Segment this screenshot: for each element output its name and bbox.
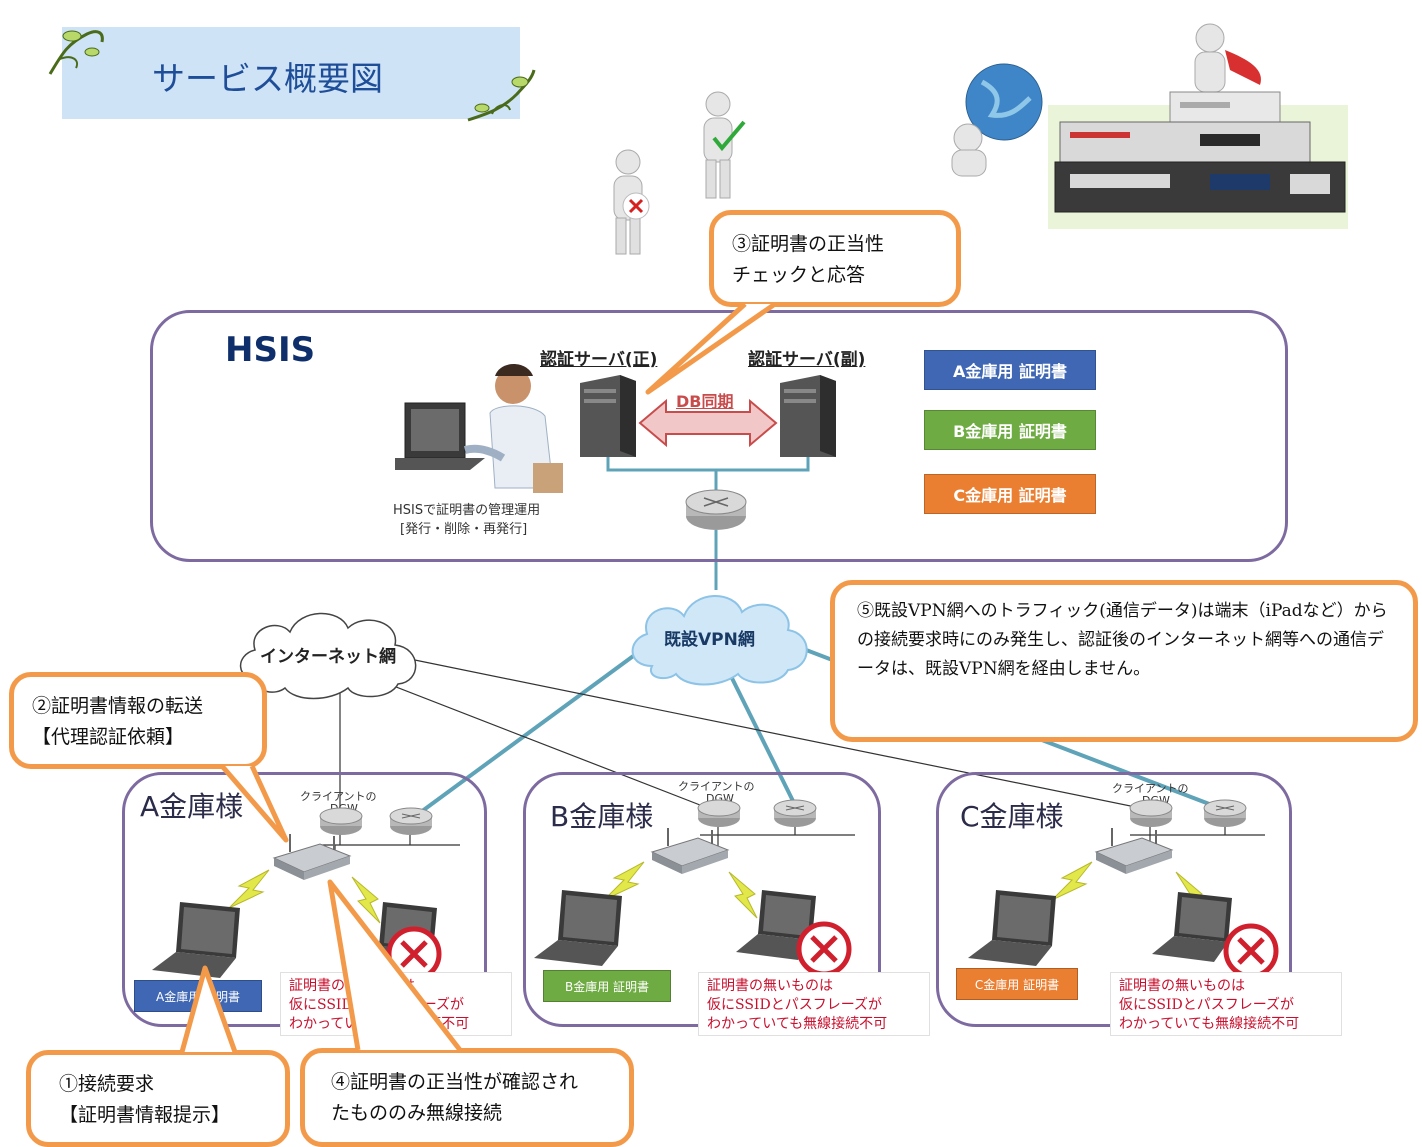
sync-arrow-icon xyxy=(638,398,778,448)
laptop-icon xyxy=(534,890,622,966)
cloud-icon xyxy=(239,612,417,700)
primary-server-label: 認証サーバ(正) xyxy=(540,350,658,370)
bank-b-title: B金庫様 xyxy=(550,800,654,833)
router-icon xyxy=(389,807,433,835)
warning-line1: 証明書の無いものは xyxy=(1119,978,1245,994)
cert-a: A金庫用 証明書 xyxy=(924,350,1096,390)
operator-laptop-icon xyxy=(395,364,563,493)
bank-c-cert: C金庫用 証明書 xyxy=(956,968,1078,1000)
hsis-panel xyxy=(150,310,1288,562)
warning-line3: わかっていても無線接続不可 xyxy=(1119,1016,1300,1032)
bank-a-title: A金庫様 xyxy=(140,790,244,823)
warning-line2: 仮にSSIDとパスフレーズが xyxy=(707,997,882,1013)
bank-b-warning: 証明書の無いものは 仮にSSIDとパスフレーズが わかっていても無線接続不可 xyxy=(698,972,930,1036)
vine-ornament-icon xyxy=(48,30,104,75)
bank-c-dgw-line1: クライアントの xyxy=(1112,782,1189,795)
bank-b-cert: B金庫用 証明書 xyxy=(543,970,671,1002)
sync-label: DB同期 xyxy=(676,392,734,411)
person-cross-icon xyxy=(613,149,650,255)
cloud-icon xyxy=(631,595,808,686)
laptop-icon xyxy=(152,902,240,978)
bank-c-warning: 証明書の無いものは 仮にSSIDとパスフレーズが わかっていても無線接続不可 xyxy=(1110,972,1342,1036)
callout-2-line1: ②証明書情報の転送 xyxy=(32,695,204,717)
callout-1-line1: ①接続要求 xyxy=(59,1073,155,1095)
secondary-server-label: 認証サーバ(副) xyxy=(748,350,866,370)
vine-ornament-icon xyxy=(467,69,536,122)
callout-1-line2: 【証明書情報提示】 xyxy=(59,1104,231,1126)
no-entry-icon xyxy=(796,921,852,977)
person-check-icon xyxy=(703,91,746,199)
callout-5: ⑤既設VPN網へのトラフィック(通信データ)は端末（iPadなど）からの接続要求… xyxy=(830,580,1418,742)
router-icon xyxy=(697,799,741,827)
ops-line2: [発行・削除・再発行] xyxy=(400,522,528,537)
callout-5-text: ⑤既設VPN網へのトラフィック(通信データ)は端末（iPadなど）からの接続要求… xyxy=(857,601,1388,679)
bank-a-dgw-line1: クライアントの xyxy=(300,790,377,803)
warning-line2: 仮にSSIDとパスフレーズが xyxy=(1119,997,1294,1013)
server-icon xyxy=(580,375,636,457)
internet-label: インターネット網 xyxy=(260,647,396,667)
lightning-icon xyxy=(228,869,270,909)
appliance-stack-icon xyxy=(1054,23,1346,213)
laptop-icon xyxy=(968,890,1056,966)
lightning-icon xyxy=(1051,861,1093,901)
router-icon xyxy=(1203,799,1247,827)
cert-b: B金庫用 証明書 xyxy=(924,410,1096,450)
globe-person-icon xyxy=(951,63,1043,177)
title-banner xyxy=(62,27,520,119)
cert-c: C金庫用 証明書 xyxy=(924,474,1096,514)
callout-3-line2: チェックと応答 xyxy=(732,264,866,286)
callout-1: ①接続要求 【証明書情報提示】 xyxy=(26,1050,290,1147)
router-icon xyxy=(1129,799,1173,827)
router-icon xyxy=(319,807,363,835)
router-icon xyxy=(773,799,817,827)
bank-c-title: C金庫様 xyxy=(960,800,1064,833)
laptop-icon xyxy=(1152,892,1232,962)
warning-line3: わかっていても無線接続不可 xyxy=(707,1016,888,1032)
lightning-icon xyxy=(351,876,381,924)
access-point-icon xyxy=(650,828,730,874)
callout-3: ③証明書の正当性 チェックと応答 xyxy=(709,210,961,307)
callout-4-line2: たもののみ無線接続 xyxy=(331,1102,503,1124)
access-point-icon xyxy=(272,834,352,880)
bank-b-dgw-line1: クライアントの xyxy=(678,780,755,793)
lightning-icon xyxy=(728,871,758,919)
page-title: サービス概要図 xyxy=(152,59,383,98)
laptop-icon xyxy=(736,890,816,960)
router-icon xyxy=(685,489,747,530)
ops-line1: HSISで証明書の管理運用 xyxy=(393,503,541,518)
callout-4: ④証明書の正当性が確認され たもののみ無線接続 xyxy=(300,1048,634,1147)
lightning-icon xyxy=(603,861,645,901)
server-icon xyxy=(780,375,836,457)
callout-2-line2: 【代理認証依頼】 xyxy=(32,726,185,748)
hsis-label: HSIS xyxy=(225,330,316,370)
callout-2: ②証明書情報の転送 【代理認証依頼】 xyxy=(9,672,267,769)
vpn-label: 既設VPN網 xyxy=(664,630,755,650)
access-point-icon xyxy=(1094,828,1174,874)
callout-3-line1: ③証明書の正当性 xyxy=(732,233,885,255)
callout-4-line1: ④証明書の正当性が確認され xyxy=(331,1071,579,1093)
warning-line1: 証明書の無いものは xyxy=(707,978,833,994)
